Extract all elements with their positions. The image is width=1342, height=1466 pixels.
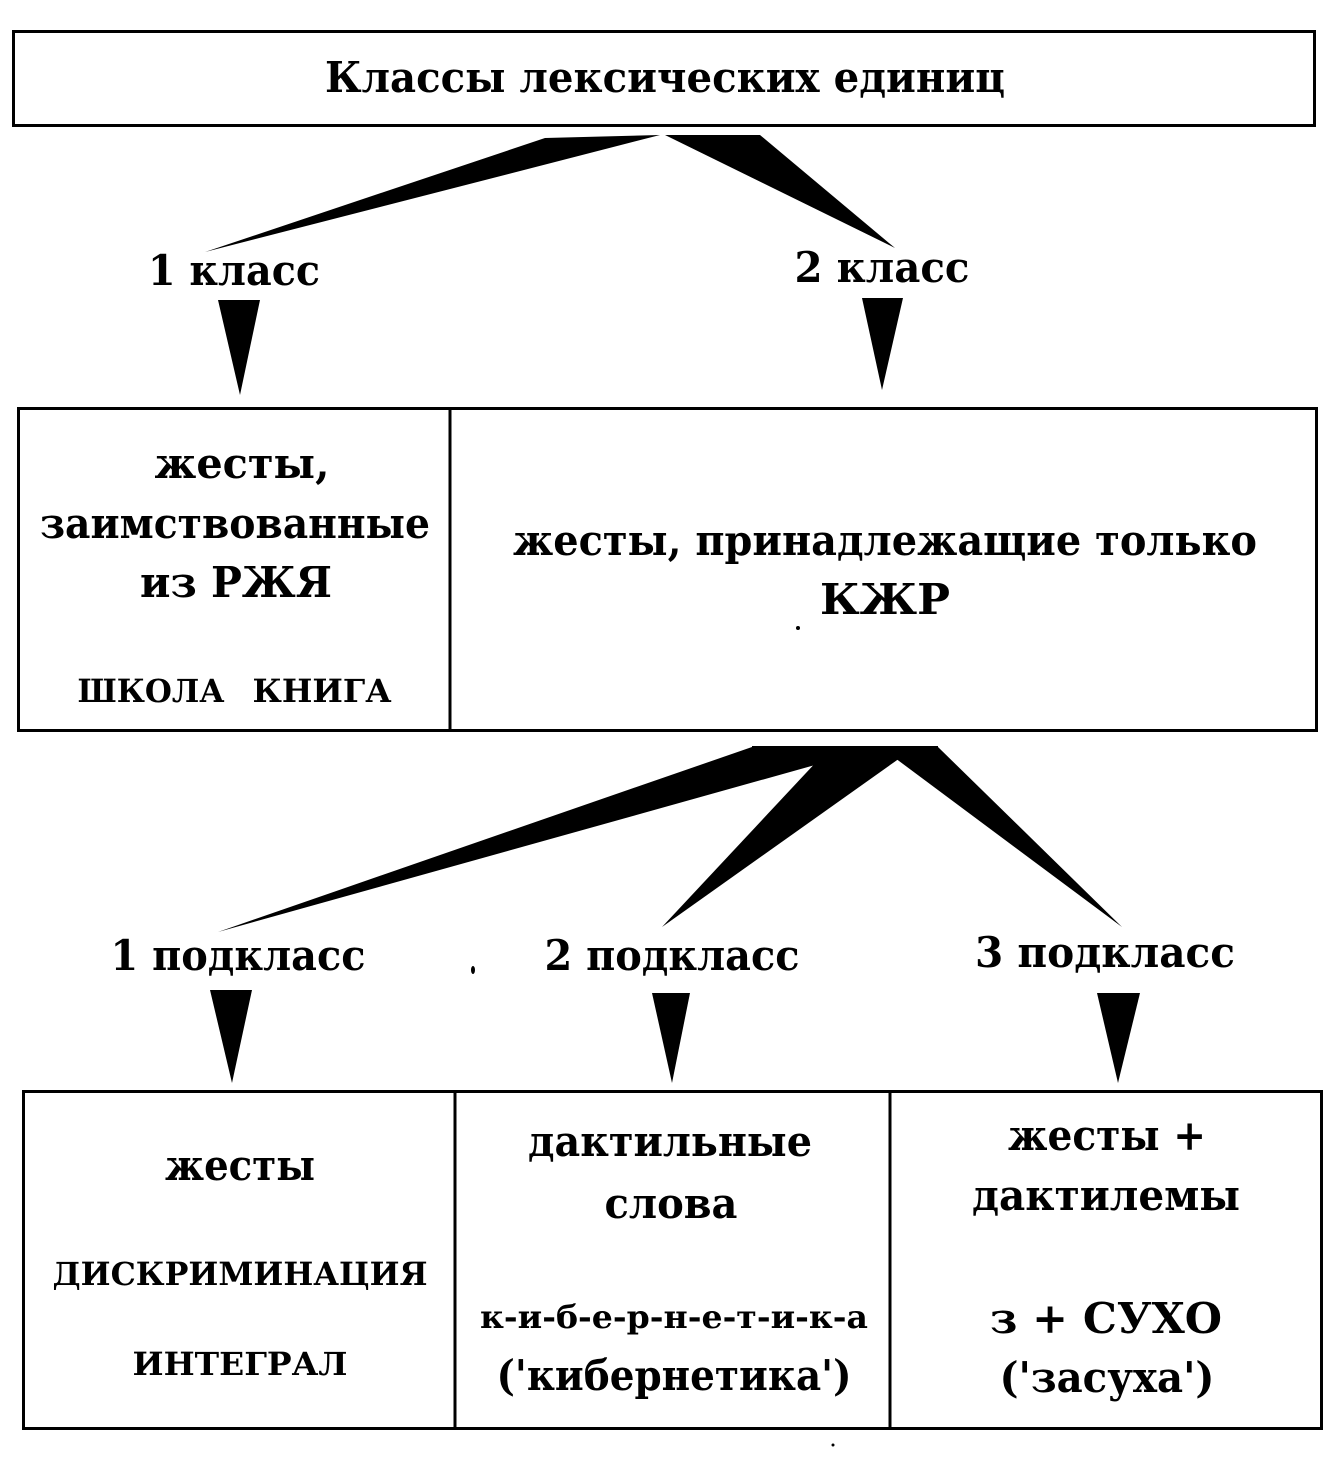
class-2-label: 2 класс <box>795 243 970 292</box>
arrowhead-subclass-3 <box>1097 993 1140 1083</box>
subclass-3-cell: жесты + дактилемы з + СУХО ('засуха') <box>972 1111 1240 1402</box>
subclass-1-example-1: ДИСКРИМИНАЦИЯ <box>53 1255 428 1293</box>
diagram-title: Классы лексических единиц <box>325 53 1005 102</box>
title-node: Классы лексических единиц <box>12 30 1316 127</box>
class-2-cell: жесты, принадлежащие только КЖР <box>513 516 1257 630</box>
connector-wedge-to-subclass-2 <box>662 758 900 927</box>
subclass-1-example-2: ИНТЕГРАЛ <box>133 1345 348 1383</box>
connector-wedge-to-subclass-1 <box>218 747 840 932</box>
class-1-example-1: ШКОЛА <box>78 672 225 710</box>
scan-speck <box>471 966 475 974</box>
subclass-1-cell: жесты ДИСКРИМИНАЦИЯ ИНТЕГРАЛ <box>53 1141 428 1383</box>
classes-box: жесты, заимствованные из РЖЯ ШКОЛА КНИГА… <box>17 407 1318 732</box>
connector-wedge-to-class-1 <box>205 135 660 252</box>
class-1-cell: жесты, заимствованные из РЖЯ ШКОЛА КНИГА <box>40 439 430 710</box>
subclass-3-description-line-1: жесты + <box>1008 1111 1206 1160</box>
subclasses-box: жесты ДИСКРИМИНАЦИЯ ИНТЕГРАЛ дактильные … <box>22 1090 1323 1430</box>
arrowhead-class-2 <box>862 298 903 390</box>
class-1-description-line-1: жесты, <box>155 439 330 488</box>
subclass-connectors <box>218 746 1122 932</box>
title-connectors <box>205 135 895 252</box>
subclass-3-label: 3 подкласс <box>975 928 1235 977</box>
class-1-description-line-2: заимствованные <box>40 499 430 548</box>
subclass-2-cell: дактильные слова к-и-б-е-р-н-е-т-и-к-а (… <box>480 1117 868 1400</box>
class-1-description-line-3: из РЖЯ <box>140 558 332 607</box>
subclass-3-description-line-2: дактилемы <box>972 1171 1240 1220</box>
title-box <box>12 30 1316 127</box>
subclass-2-label: 2 подкласс <box>545 931 800 980</box>
subclasses-box-frame <box>22 1090 1323 1430</box>
arrowhead-subclass-2 <box>652 993 690 1083</box>
connector-wedge-to-class-2 <box>665 135 895 248</box>
subclass-1-label: 1 подкласс <box>111 931 366 980</box>
scan-speck <box>831 1443 835 1447</box>
subclass-2-example-1: к-и-б-е-р-н-е-т-и-к-а <box>480 1298 868 1336</box>
arrowhead-subclass-1 <box>210 990 252 1083</box>
class-2-description-line-2: КЖР <box>820 575 950 624</box>
class-2-description-line-1: жесты, принадлежащие только <box>513 516 1257 565</box>
connector-wedge-to-subclass-3 <box>895 747 1122 927</box>
subclass-1-description-line-1: жесты <box>165 1141 315 1190</box>
arrowhead-class-1 <box>218 300 260 395</box>
class-1-example-2: КНИГА <box>253 672 392 710</box>
subclass-3-example-2: ('засуха') <box>1000 1353 1215 1402</box>
subclass-2-description-line-1: дактильные <box>528 1117 812 1166</box>
class-1-label: 1 класс <box>148 246 320 295</box>
scan-speck <box>796 626 800 630</box>
classes-box-frame <box>17 407 1318 732</box>
subclass-3-example-1: з + СУХО <box>990 1294 1222 1343</box>
subclass-2-description-line-2: слова <box>605 1179 738 1228</box>
subclass-2-example-2: ('кибернетика') <box>497 1351 852 1400</box>
